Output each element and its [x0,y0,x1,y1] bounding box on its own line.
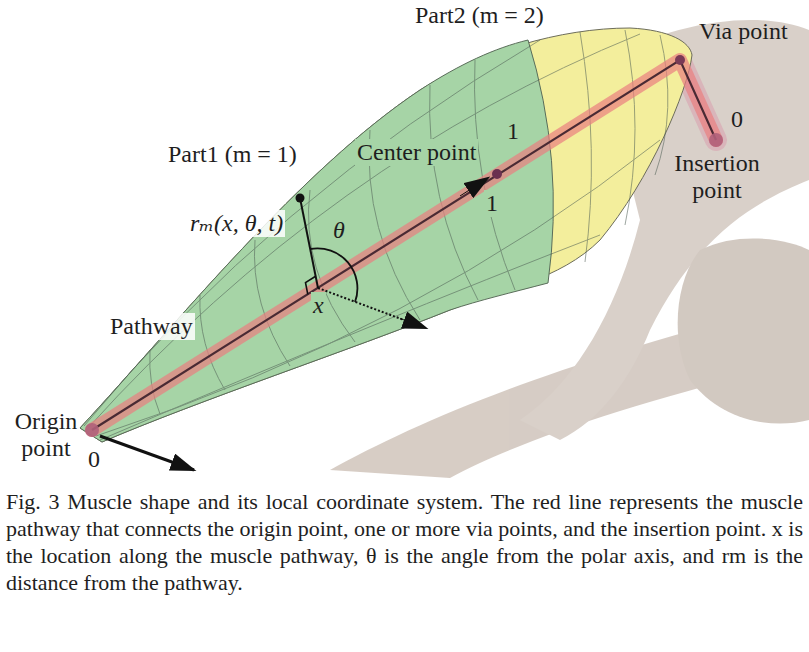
radius-line [300,198,318,288]
axis-arrow [100,436,194,470]
position-label: x [311,292,326,319]
radius-label: rₘ(x, θ, t) [188,210,285,237]
mesh-line [655,35,668,175]
mesh-line [88,34,640,428]
pathway-label: Pathway [108,313,195,340]
pathway-line [92,60,716,430]
part-label: Part1 (m = 1) [166,141,299,168]
callout-number: 1 [484,190,500,217]
surface-dot [296,194,305,203]
via-dot [675,55,685,65]
angle-label: θ [331,217,347,244]
mesh-line [96,140,660,436]
callout-number: 0 [86,446,102,473]
figure-caption: Fig. 3 Muscle shape and its local coordi… [6,488,803,596]
part-label: Part2 (m = 2) [413,2,546,29]
mesh-line [625,30,635,225]
mesh-line [580,32,591,262]
muscle-part1 [80,40,553,442]
callout-number: 0 [729,106,745,133]
point-label: Insertion point [660,150,774,204]
origin-dot [85,423,99,437]
point-label: Via point [697,18,790,45]
callout-number: 1 [505,118,521,145]
mesh-line [100,235,600,440]
polar-axis [318,288,404,320]
polar-axis-head [400,319,426,329]
insertion-dot [709,133,723,147]
bone [678,238,809,423]
point-label: Center point [355,139,478,166]
point-label: Origin point [2,408,90,462]
mesh-line [84,40,540,426]
center-dot [492,169,502,179]
pathway-band [92,60,716,430]
